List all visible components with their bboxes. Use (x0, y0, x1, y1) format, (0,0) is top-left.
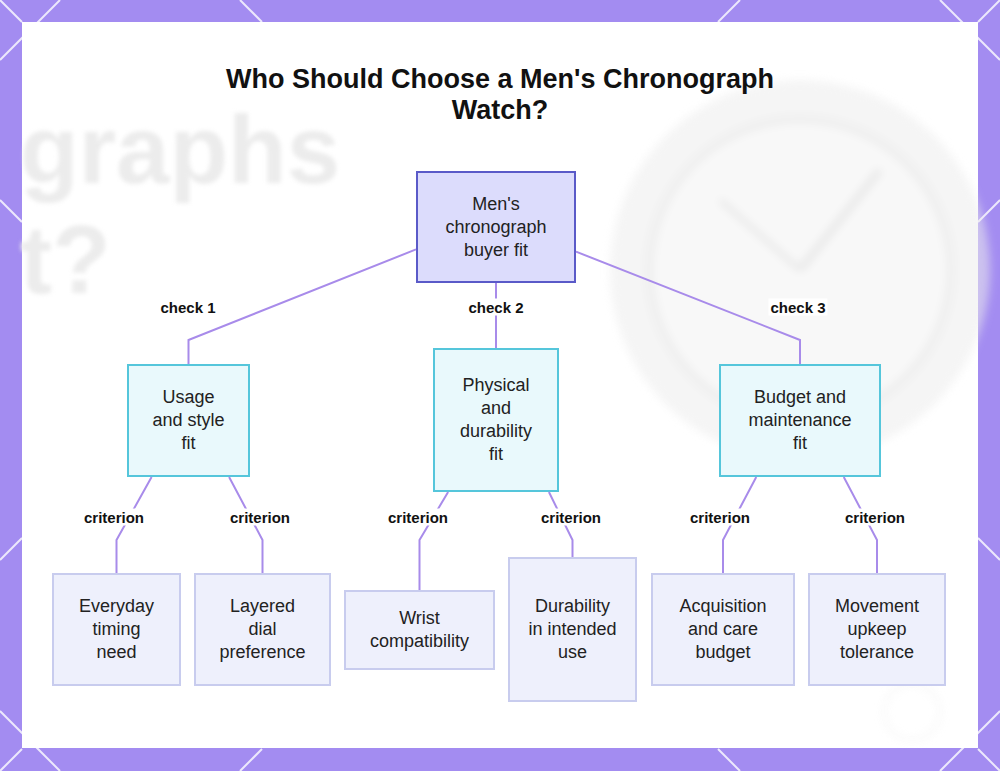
node-text: Movement upkeep tolerance (827, 595, 927, 664)
check-box: Usage and style fit (127, 364, 250, 477)
check-box: Physical and durability fit (433, 348, 559, 492)
diagram-title: Who Should Choose a Men's Chronograph Wa… (200, 64, 800, 126)
node-text: Men's chronograph buyer fit (437, 193, 555, 262)
check-box: Budget and maintenance fit (719, 364, 881, 477)
node-text: Acquisition and care budget (673, 595, 773, 664)
edge-label: criterion (539, 509, 603, 526)
node-text: Usage and style fit (148, 386, 230, 455)
node-text: Durability in intended use (528, 595, 618, 664)
node-text: Budget and maintenance fit (739, 386, 861, 455)
criterion-box: Everyday timing need (52, 573, 181, 686)
connector-line (576, 252, 800, 364)
criterion-box: Layered dial preference (194, 573, 331, 686)
edge-label: criterion (228, 509, 292, 526)
connector-line (189, 249, 417, 364)
criterion-box: Acquisition and care budget (651, 573, 795, 686)
node-text: Layered dial preference (215, 595, 310, 664)
watermark-text: graphs (20, 95, 340, 205)
root-box: Men's chronograph buyer fit (416, 171, 576, 283)
connector-line (420, 492, 449, 590)
edge-label: check 1 (158, 299, 217, 316)
edge-label: criterion (688, 509, 752, 526)
node-text: Everyday timing need (72, 595, 162, 664)
criterion-box: Movement upkeep tolerance (808, 573, 946, 686)
criterion-box: Wrist compatibility (344, 590, 495, 670)
edge-label: criterion (386, 509, 450, 526)
edge-label: criterion (843, 509, 907, 526)
watermark-text: t? (20, 205, 111, 315)
node-text: Wrist compatibility (364, 607, 476, 653)
edge-label: criterion (82, 509, 146, 526)
node-text: Physical and durability fit (451, 374, 541, 466)
connector-line (495, 283, 497, 348)
edge-label: check 3 (768, 299, 827, 316)
criterion-box: Durability in intended use (508, 557, 637, 702)
edge-label: check 2 (466, 299, 525, 316)
